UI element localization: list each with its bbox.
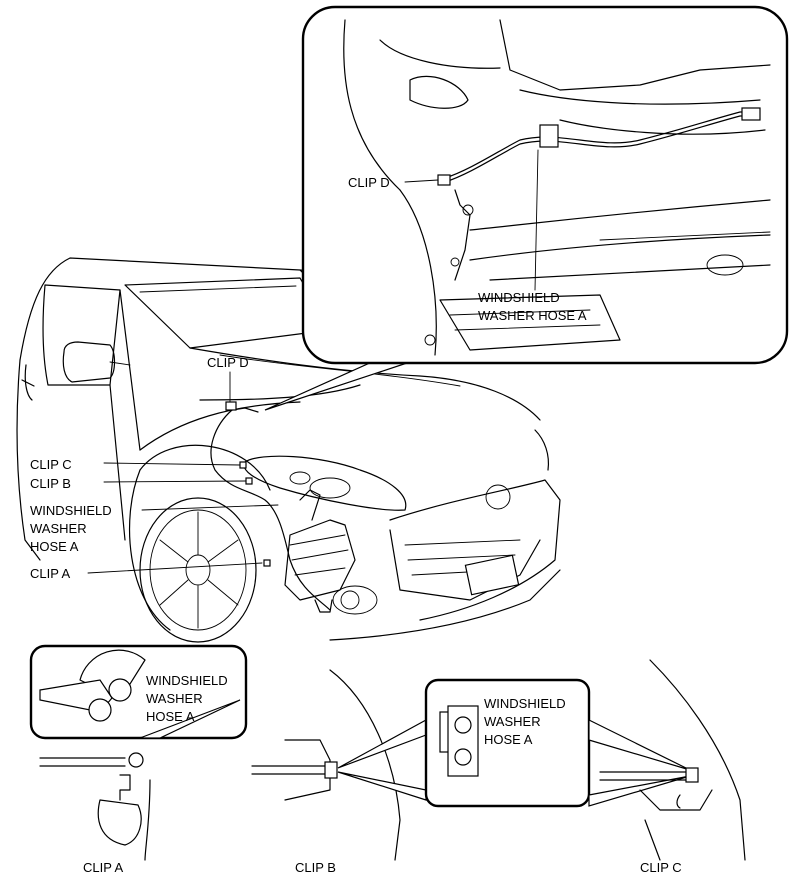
label-inset-hose-line2: WASHER HOSE A <box>478 308 587 323</box>
label-detail-a-hose-line2: WASHER <box>146 691 203 706</box>
caption-clip-c: CLIP C <box>640 860 682 875</box>
caption-clip-b: CLIP B <box>295 860 336 875</box>
label-car-clip-b: CLIP B <box>30 476 71 491</box>
car-illustration <box>16 257 561 643</box>
label-detail-bc-hose-line3: HOSE A <box>484 732 533 747</box>
label-detail-bc-hose-line1: WINDSHIELD <box>484 696 566 711</box>
label-detail-a-hose-line1: WINDSHIELD <box>146 673 228 688</box>
label-inset-clip-d: CLIP D <box>348 175 390 190</box>
label-car-hose-line2: WASHER <box>30 521 87 536</box>
label-detail-a-hose-line3: HOSE A <box>146 709 195 724</box>
label-car-hose-line1: WINDSHIELD <box>30 503 112 518</box>
inset-clip-d <box>301 5 789 365</box>
label-car-clip-c: CLIP C <box>30 457 72 472</box>
detail-clip-b <box>251 669 591 861</box>
caption-clip-a: CLIP A <box>83 860 124 875</box>
detail-clip-a <box>29 644 248 861</box>
label-inset-hose-line1: WINDSHIELD <box>478 290 560 305</box>
label-detail-bc-hose-line2: WASHER <box>484 714 541 729</box>
detail-clip-c <box>588 659 746 861</box>
label-car-clip-a: CLIP A <box>30 566 71 581</box>
label-car-hose-line3: HOSE A <box>30 539 79 554</box>
label-car-clip-d: CLIP D <box>207 355 249 370</box>
labels: CLIP D WINDSHIELD WASHER HOSE A CLIP D C… <box>30 175 682 875</box>
